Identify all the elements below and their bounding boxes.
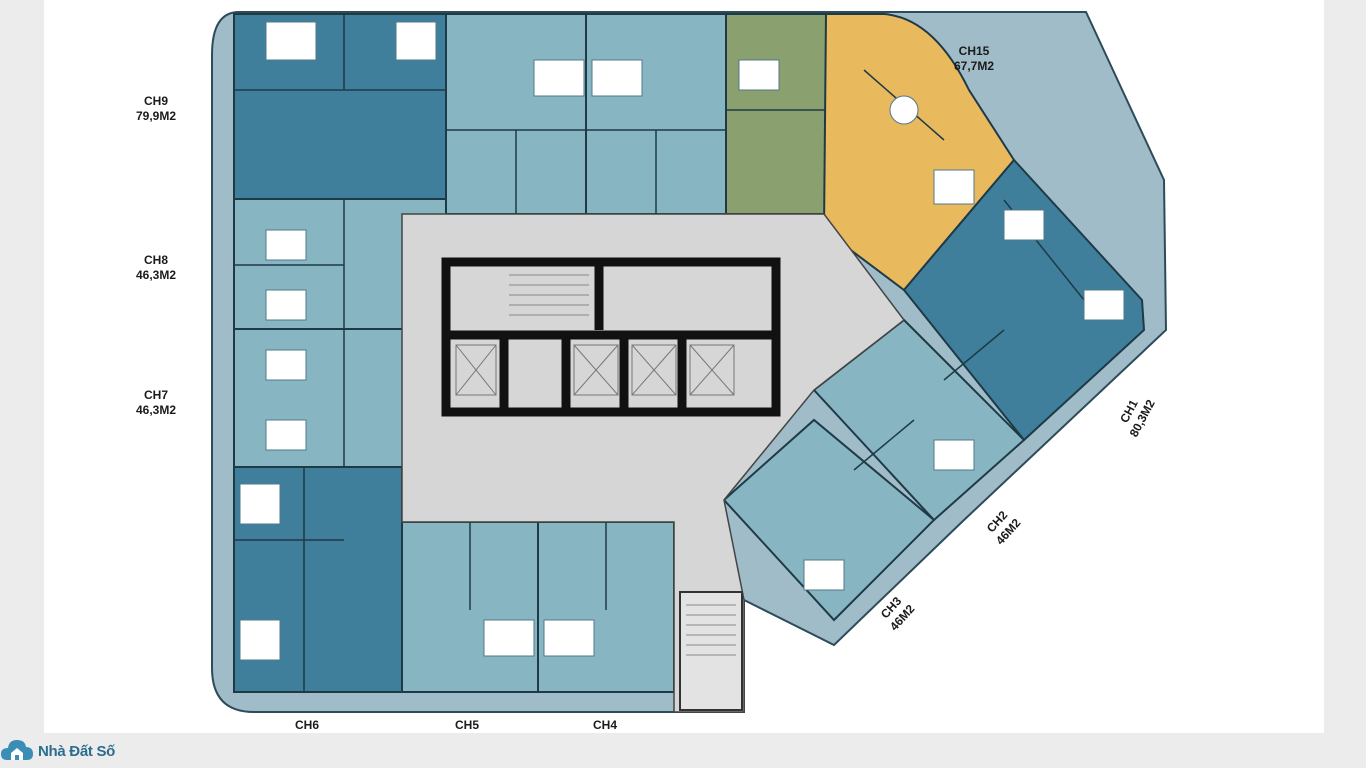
label-ch8: CH8 46,3M2	[136, 253, 176, 283]
secondary-stair	[679, 591, 743, 711]
unit-area: 67,7M2	[954, 59, 995, 73]
elevator-shafts	[455, 344, 735, 396]
floor-plan-sheet: CH15 67,7M2 CH9 79,9M2 CH8 46,3M2 CH7 46…	[44, 0, 1324, 733]
label-ch9: CH9 79,9M2	[136, 94, 176, 124]
unit-name: CH15	[958, 44, 990, 58]
unit-name: CH4	[593, 718, 618, 732]
unit-ch1	[902, 158, 1146, 442]
label-ch5: CH5	[455, 718, 479, 733]
interior-walls	[234, 14, 1085, 692]
unit-area: 79,9M2	[136, 109, 177, 123]
label-ch4: CH4	[593, 718, 617, 733]
unit-name: CH5	[455, 718, 480, 732]
unit-name: CH6	[295, 718, 320, 732]
unit-green	[725, 13, 827, 215]
label-ch6: CH6	[295, 718, 319, 733]
stair-treads	[509, 274, 589, 316]
unit-ch15	[822, 13, 1016, 292]
unit-name: CH8	[144, 253, 169, 267]
furniture	[239, 21, 1125, 661]
unit-name: CH7	[144, 388, 169, 402]
unit-area: 46,3M2	[136, 268, 177, 282]
cloud-house-icon	[1, 740, 33, 760]
label-ch7: CH7 46,3M2	[136, 388, 176, 418]
label-ch15: CH15 67,7M2	[954, 44, 994, 74]
unit-ch3	[722, 418, 936, 622]
unit-name: CH9	[144, 94, 169, 108]
unit-area: 46,3M2	[136, 403, 177, 417]
floor-plan-drawing	[211, 11, 1168, 713]
brand-logo: Nhà Đất Số	[0, 734, 115, 768]
brand-name: Nhà Đất Số	[38, 742, 116, 760]
